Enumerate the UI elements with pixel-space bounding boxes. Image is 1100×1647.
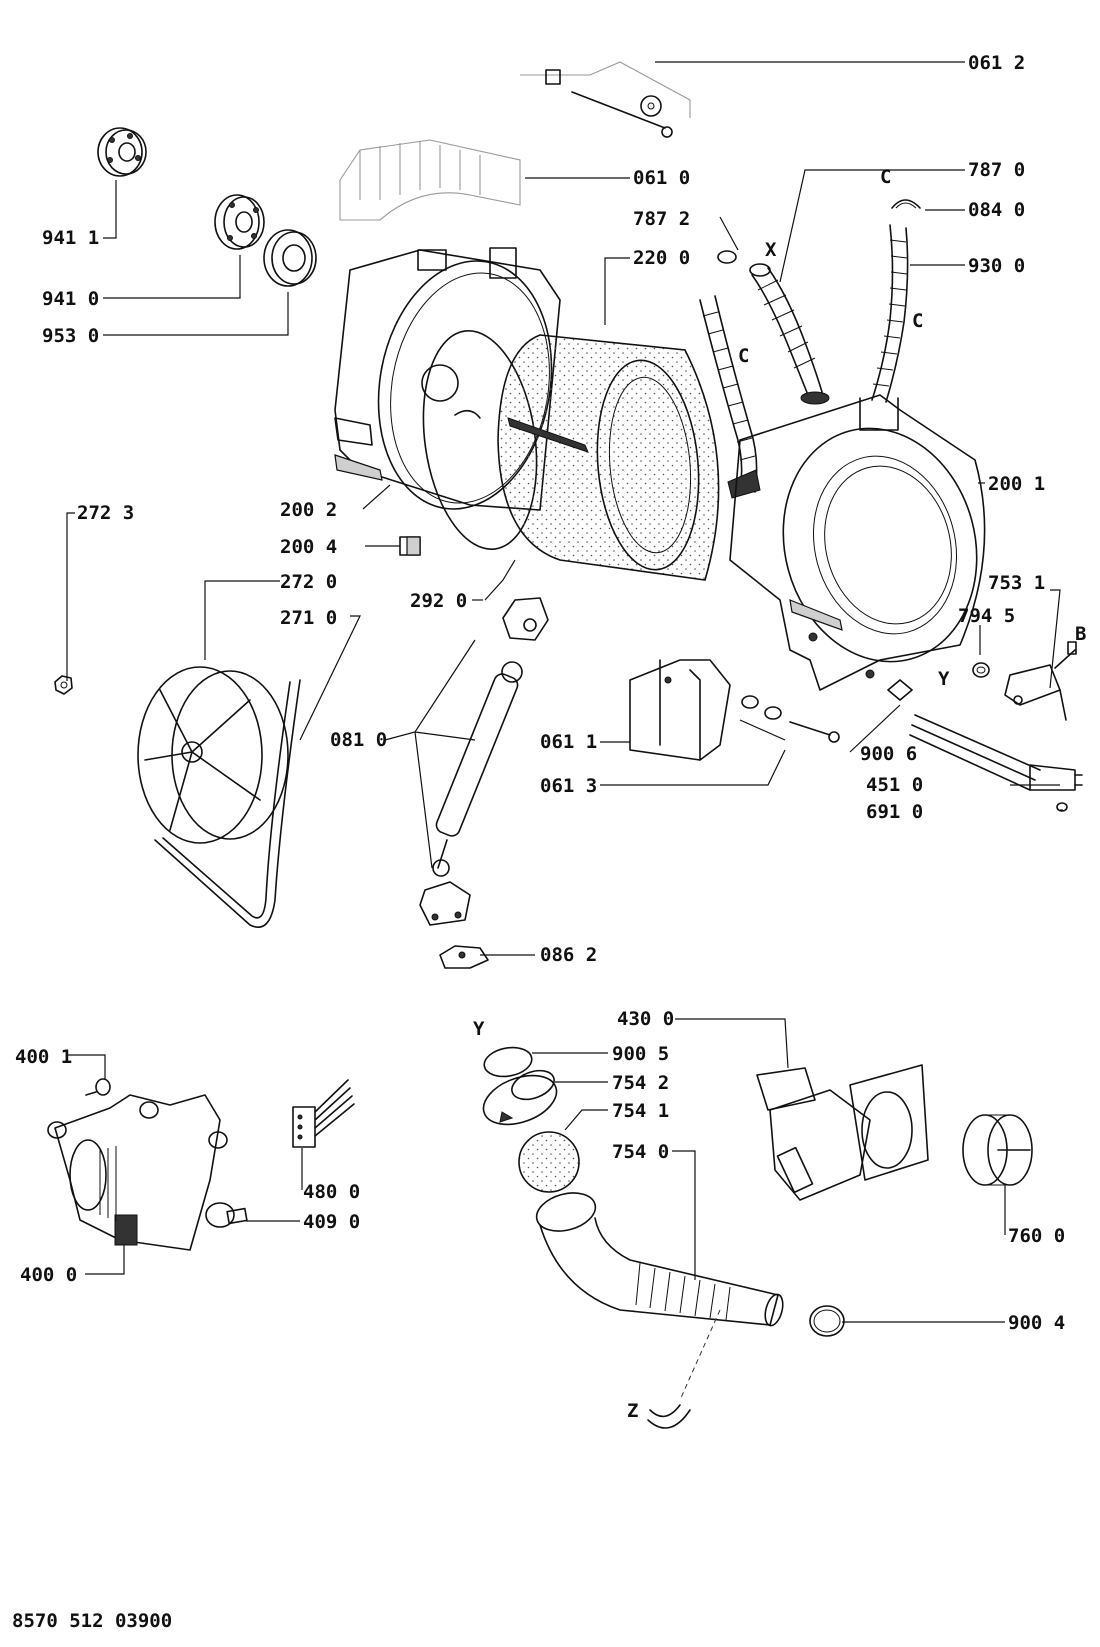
rear-tub-part [334, 247, 561, 511]
shock-clamp-part [439, 945, 489, 969]
sump-hose-part [535, 1192, 784, 1327]
label-292-0: 292 0 [410, 590, 467, 612]
connector-label-z: Z [627, 1400, 638, 1422]
sump-ball-part [518, 1131, 580, 1193]
label-061-2: 061 2 [968, 52, 1025, 74]
label-691-0: 691 0 [866, 801, 923, 823]
elbow-hose-z-part [647, 1309, 721, 1429]
label-760-0: 760 0 [1008, 1225, 1065, 1247]
label-200-2: 200 2 [280, 499, 337, 521]
connector-label-y-1: Y [938, 668, 950, 690]
drive-belt-part [154, 679, 301, 928]
label-953-0: 953 0 [42, 325, 99, 347]
heater-nut-part [1056, 802, 1068, 812]
label-787-2: 787 2 [633, 208, 690, 230]
motor-connector-part [292, 1079, 355, 1148]
label-930-0: 930 0 [968, 255, 1025, 277]
label-754-0: 754 0 [612, 1141, 669, 1163]
label-480-0: 480 0 [303, 1181, 360, 1203]
ribbed-hose-930-0-part [871, 224, 909, 403]
hose-clip-900-4-part [809, 1305, 845, 1337]
label-272-3: 272 3 [77, 502, 134, 524]
label-941-0: 941 0 [42, 288, 99, 310]
hose-ring-900-5-part [483, 1046, 533, 1078]
label-753-1: 753 1 [988, 572, 1045, 594]
plug-794-5-part [972, 662, 990, 678]
label-900-4: 900 4 [1008, 1312, 1065, 1334]
pulley-nut-part [54, 675, 73, 695]
ntc-sensor-753-1-part [1004, 641, 1077, 721]
connector-label-y-2: Y [473, 1018, 485, 1040]
label-754-1: 754 1 [612, 1100, 669, 1122]
counterweight-top-part [339, 139, 521, 221]
label-272-0: 272 0 [280, 571, 337, 593]
connector-409-0-part [226, 1207, 248, 1225]
heater-element-part [909, 714, 1083, 791]
label-061-0: 061 0 [633, 167, 690, 189]
hose-clip-787-2-part [717, 250, 737, 264]
label-451-0: 451 0 [866, 774, 923, 796]
label-400-1: 400 1 [15, 1046, 72, 1068]
label-400-0: 400 0 [20, 1264, 77, 1286]
label-754-2: 754 2 [612, 1072, 669, 1094]
connector-label-c-3: C [880, 166, 891, 188]
label-900-6: 900 6 [860, 743, 917, 765]
drum-pulley-part [137, 666, 289, 844]
label-200-4: 200 4 [280, 536, 337, 558]
document-code: 8570 512 03900 [12, 1610, 172, 1632]
tub-bolt-part [520, 61, 691, 138]
clip-200-4-part [399, 536, 421, 556]
drain-pump-part [756, 1064, 929, 1201]
connector-label-b: B [1075, 623, 1086, 645]
bearing-941-1-part [97, 127, 147, 177]
label-941-1: 941 1 [42, 227, 99, 249]
connector-labels: X C C C Y B Y Z [473, 166, 1086, 1422]
label-086-2: 086 2 [540, 944, 597, 966]
connector-label-c-1: C [738, 345, 749, 367]
pump-filter-part [962, 1114, 1033, 1186]
label-081-0: 081 0 [330, 729, 387, 751]
counterweight-bolt-part [741, 695, 840, 743]
label-787-0: 787 0 [968, 159, 1025, 181]
bellows-hose-part [749, 263, 830, 405]
connector-label-x: X [765, 239, 777, 261]
label-409-0: 409 0 [303, 1211, 360, 1233]
leader-lines [66, 61, 1063, 1323]
label-220-0: 220 0 [633, 247, 690, 269]
shock-absorber-part [419, 597, 549, 926]
label-794-5: 794 5 [958, 605, 1015, 627]
seal-953-0-part [263, 229, 317, 287]
label-271-0: 271 0 [280, 607, 337, 629]
carbon-brush-part [85, 1078, 111, 1096]
connector-label-c-2: C [912, 310, 923, 332]
part-labels: 061 2 061 0 787 0 787 2 084 0 941 1 220 … [15, 52, 1065, 1334]
label-061-3: 061 3 [540, 775, 597, 797]
motor-part [47, 1094, 235, 1251]
label-430-0: 430 0 [617, 1008, 674, 1030]
drum-part [497, 334, 720, 581]
label-061-1: 061 1 [540, 731, 597, 753]
front-tub-part [729, 394, 986, 691]
label-200-1: 200 1 [988, 473, 1045, 495]
sump-seal-part [482, 1069, 558, 1126]
spring-clip-900-6-part [887, 679, 913, 701]
counterweight-block-part [629, 659, 731, 761]
label-084-0: 084 0 [968, 199, 1025, 221]
label-900-5: 900 5 [612, 1043, 669, 1065]
clip-084-0-part [891, 199, 921, 209]
bearing-941-0-part [214, 194, 265, 250]
